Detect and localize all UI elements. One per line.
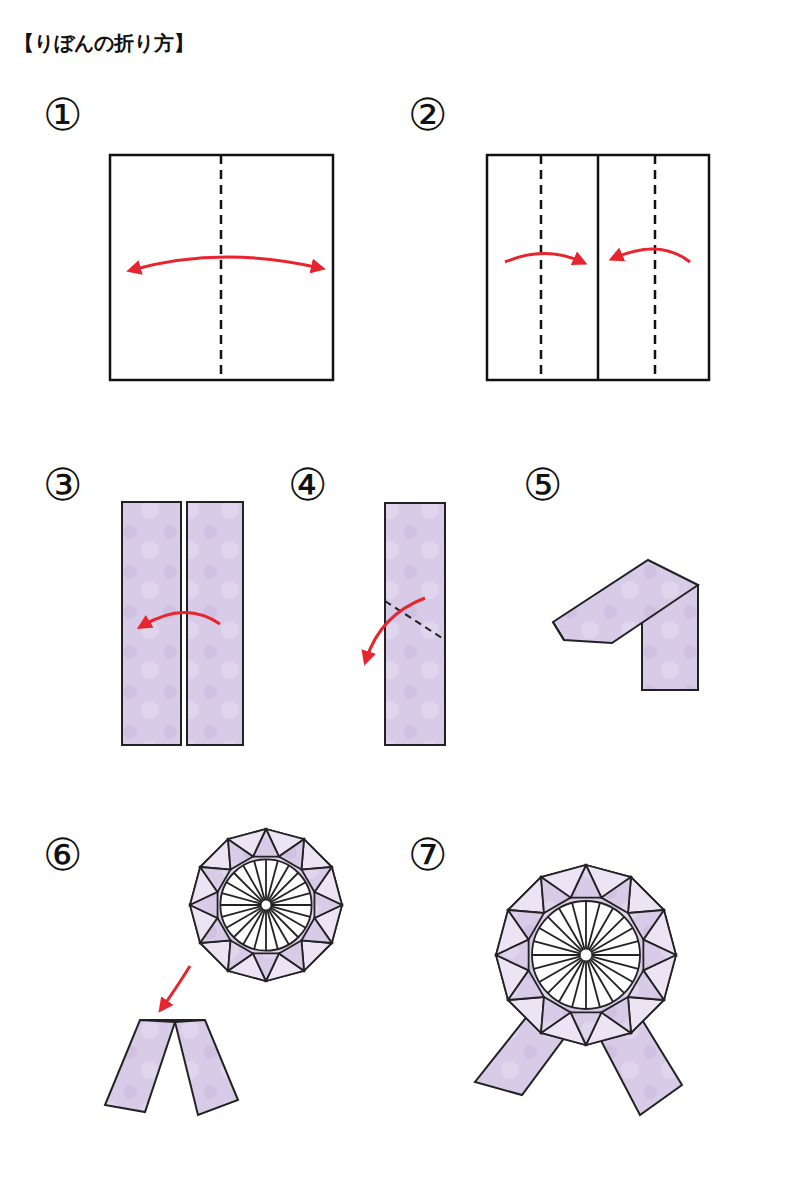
- fold-line: [654, 155, 657, 380]
- rosette-petal: [643, 940, 676, 971]
- rosette-ray: [539, 928, 581, 952]
- rosettes: [190, 829, 676, 1045]
- ribbon-leg: [175, 1020, 238, 1115]
- rosette-ray: [585, 960, 587, 1009]
- rosette-ray: [271, 904, 312, 906]
- rosette-outline: [190, 829, 342, 981]
- rosette-outline: [496, 865, 676, 1045]
- rosette-ray: [227, 882, 263, 903]
- rosette-ray: [265, 859, 267, 900]
- rosette-ray: [270, 893, 310, 904]
- ribbon-fold: [140, 1019, 205, 1021]
- crease-line: [597, 155, 600, 380]
- rosette-petal: [200, 839, 230, 869]
- fold-line: [385, 601, 445, 640]
- step4-figure: [366, 503, 445, 745]
- rosette-petal: [200, 940, 230, 970]
- fold-edge: [553, 622, 564, 640]
- fold-arrow: [366, 598, 425, 660]
- step-number: ⑦: [408, 833, 447, 877]
- rosette-center: [220, 859, 311, 950]
- rosette-ray: [572, 903, 585, 950]
- step5-figure: [553, 560, 698, 690]
- attach-arrow: [162, 966, 190, 1008]
- rosette-petal: [508, 997, 544, 1033]
- fold-arrow: [505, 254, 582, 263]
- step-number: ⑤: [523, 463, 562, 507]
- rosette-ray: [243, 909, 264, 945]
- rosette-petal: [301, 839, 331, 869]
- step-number: ⑥: [43, 833, 82, 877]
- rosette-center: [532, 901, 640, 1009]
- paper-square: [110, 155, 333, 380]
- paper-strip: [385, 503, 445, 745]
- step3-figure: [122, 502, 243, 745]
- rosette-ray: [222, 906, 262, 917]
- rosette-ray: [591, 958, 633, 982]
- step6-figure: [105, 966, 238, 1115]
- paper-strip: [122, 502, 181, 745]
- ribbon-leg: [105, 1020, 175, 1112]
- rosette: [496, 865, 676, 1045]
- rosette-petal: [571, 1012, 602, 1045]
- step1-figure: [110, 155, 333, 380]
- rosette-ray: [254, 861, 265, 901]
- fold-line: [540, 155, 543, 380]
- rosette-ray: [532, 954, 581, 956]
- fold-arrow: [132, 257, 320, 270]
- paper-strip: [187, 502, 243, 745]
- fold-line: [220, 155, 223, 380]
- rosette-ray: [220, 904, 261, 906]
- rosette-ray: [591, 941, 638, 954]
- rosette-petal: [190, 892, 218, 918]
- rosette-petal: [508, 877, 544, 913]
- step-number: ③: [43, 463, 82, 507]
- rosette-petal: [496, 940, 529, 971]
- step-number: ④: [288, 463, 327, 507]
- rosette-petal: [301, 940, 331, 970]
- fold-arrow: [142, 612, 220, 626]
- rosette-ray: [534, 956, 581, 969]
- rosette-ray: [267, 909, 278, 949]
- rosette-petal: [314, 892, 342, 918]
- page-title: 【りぼんの折り方】: [14, 33, 194, 53]
- rosette-petal: [628, 877, 664, 913]
- rosette-ray: [589, 908, 613, 950]
- rosette-ray: [591, 954, 640, 956]
- rosette-petal: [628, 997, 664, 1033]
- rosette-ray: [559, 960, 583, 1002]
- rosette-ray: [268, 866, 289, 902]
- step2-figure: [487, 155, 709, 380]
- fold-arrow: [614, 249, 690, 262]
- step7-figure: [475, 1000, 682, 1115]
- rosette-petal: [253, 953, 279, 981]
- ribbon-band: [553, 560, 698, 643]
- rosette: [190, 829, 342, 981]
- step-number: ②: [408, 93, 447, 137]
- paper-square: [487, 155, 709, 380]
- rosette-ray: [265, 910, 267, 951]
- rosette-ray: [270, 907, 306, 928]
- rosette-ray: [587, 960, 600, 1007]
- step-number: ①: [43, 93, 82, 137]
- rosette-ray: [585, 901, 587, 950]
